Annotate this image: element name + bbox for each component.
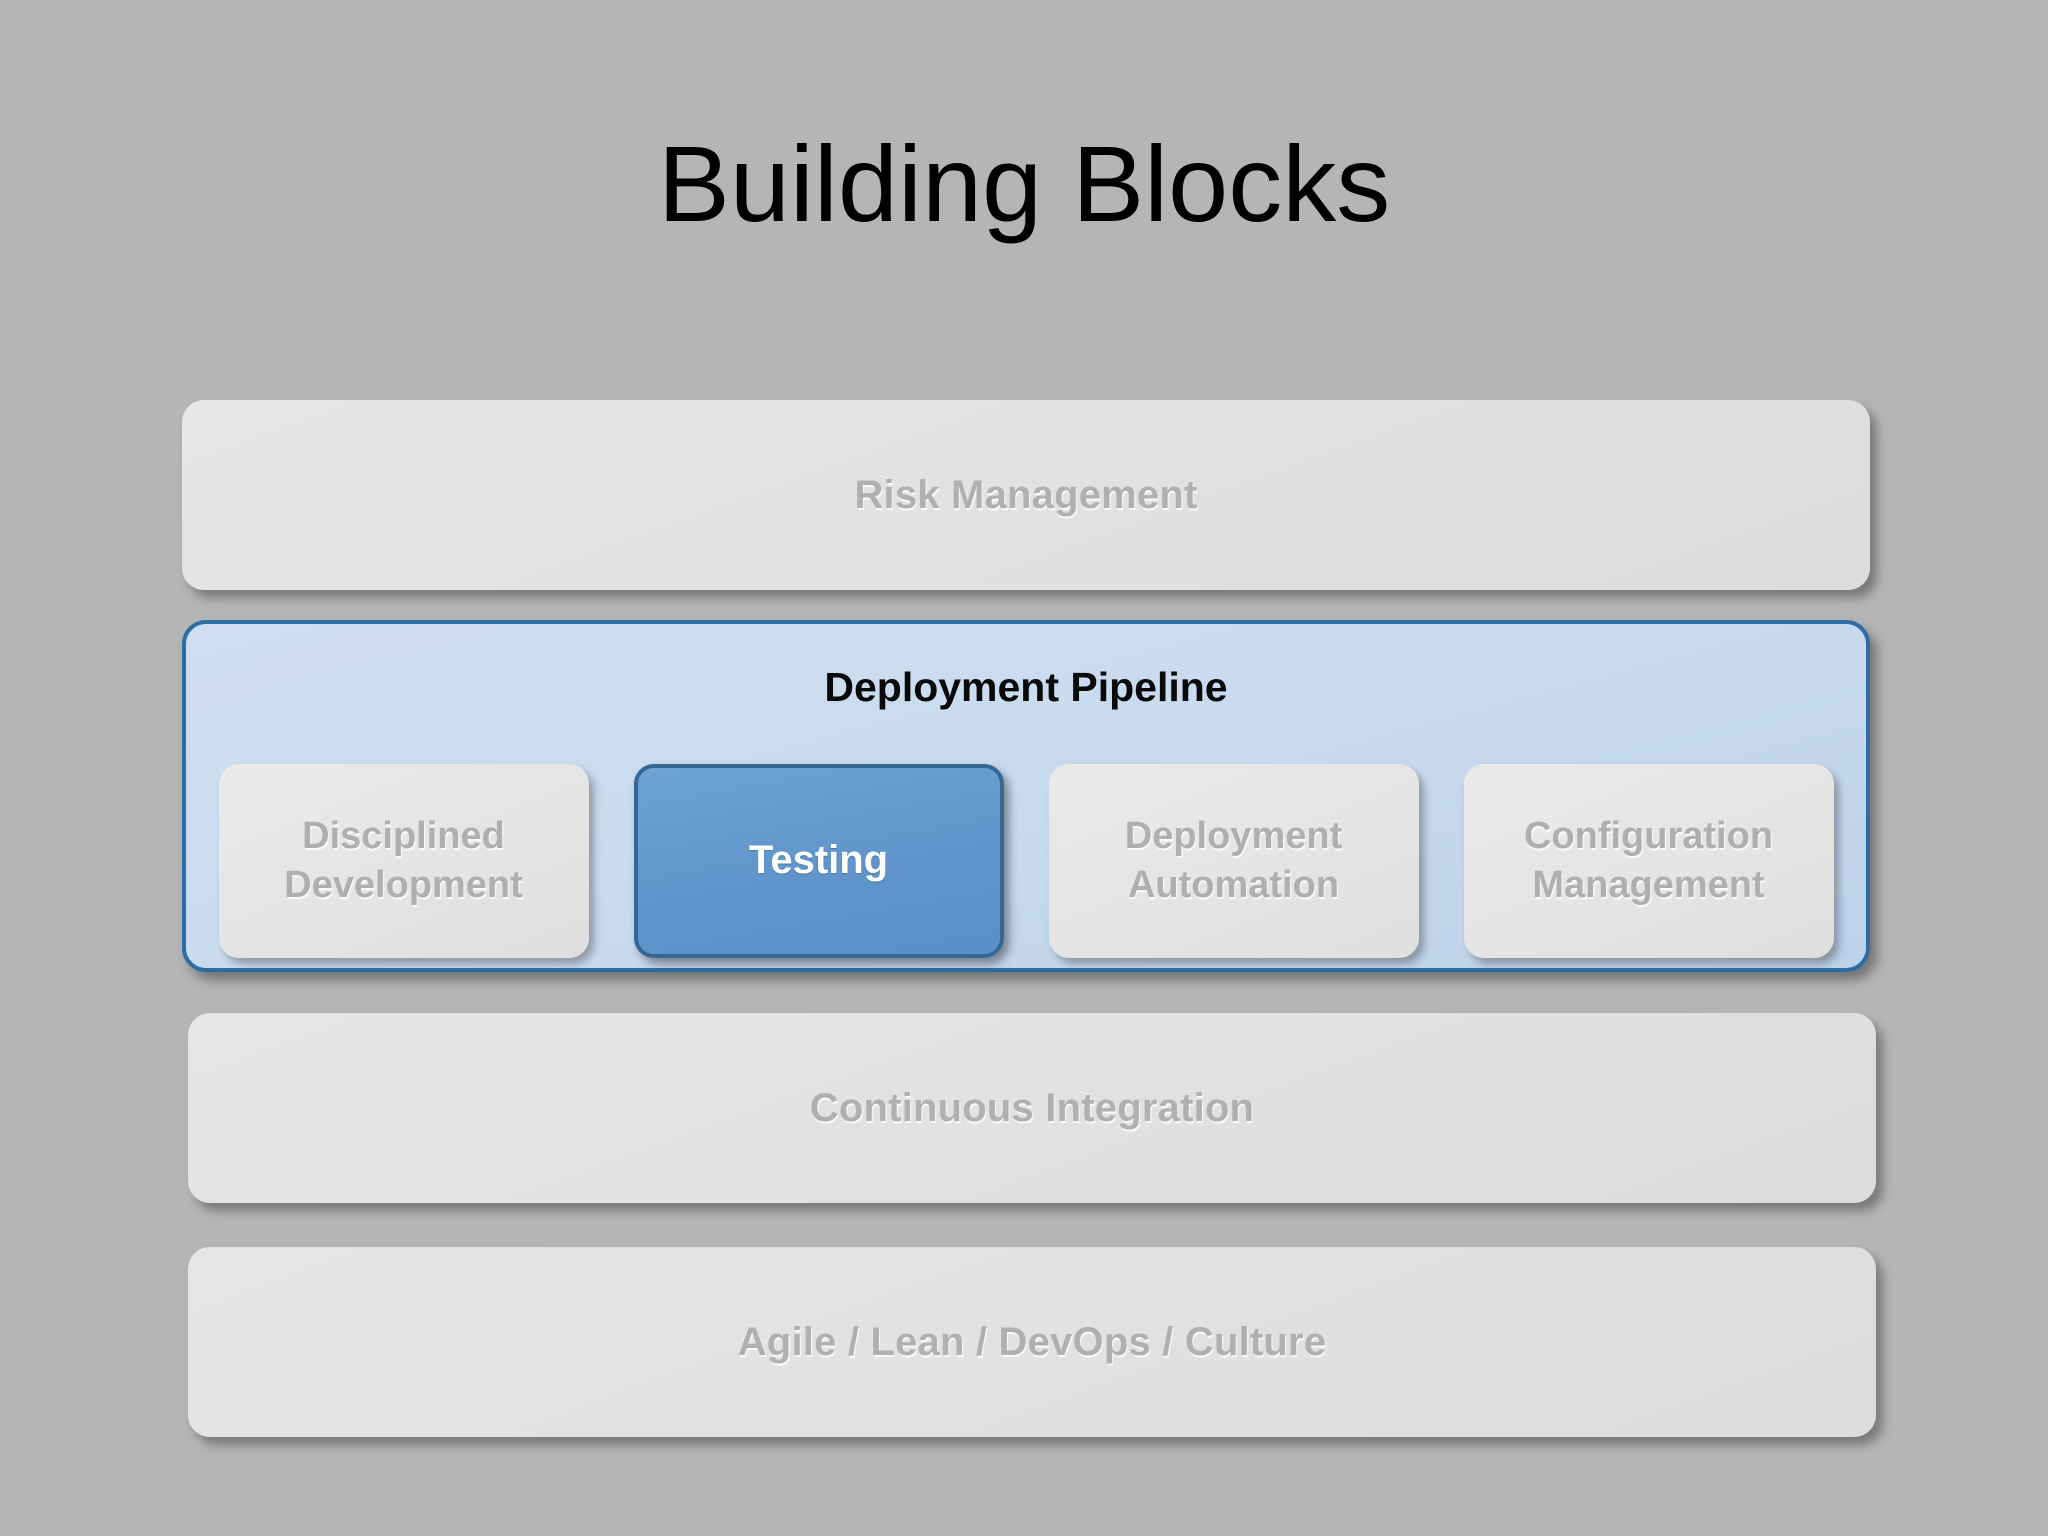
layer-risk-management[interactable]: Risk Management xyxy=(182,400,1870,590)
layer-deployment-pipeline-label: Deployment Pipeline xyxy=(824,664,1228,710)
pipeline-box-label-line1: Configuration xyxy=(1523,815,1774,858)
pipeline-box-label-group: Disciplined Development xyxy=(284,812,523,909)
layer-continuous-integration[interactable]: Continuous Integration xyxy=(188,1013,1876,1203)
pipeline-box-row: Disciplined Development Testing Deployme… xyxy=(186,764,1866,964)
layer-risk-management-label: Risk Management xyxy=(854,472,1198,517)
pipeline-box-label-group: Testing xyxy=(749,835,888,886)
pipeline-box-testing[interactable]: Testing xyxy=(633,764,1004,958)
pipeline-box-disciplined-development[interactable]: Disciplined Development xyxy=(218,764,589,958)
layer-deployment-pipeline[interactable]: Deployment Pipeline Disciplined Developm… xyxy=(182,620,1870,972)
pipeline-box-label-line2: Management xyxy=(1532,864,1765,906)
layer-culture-label: Agile / Lean / DevOps / Culture xyxy=(737,1319,1327,1364)
pipeline-box-label-line2: Automation xyxy=(1127,864,1340,906)
pipeline-box-deployment-automation[interactable]: Deployment Automation xyxy=(1048,764,1419,958)
page-title: Building Blocks xyxy=(657,123,1391,244)
pipeline-box-configuration-management[interactable]: Configuration Management xyxy=(1463,764,1834,958)
pipeline-box-label-line1: Disciplined xyxy=(302,815,505,858)
layer-culture[interactable]: Agile / Lean / DevOps / Culture xyxy=(188,1247,1876,1437)
pipeline-box-label-line1: Deployment xyxy=(1124,815,1343,858)
pipeline-box-label-group: Deployment Automation xyxy=(1125,812,1342,909)
layer-continuous-integration-label: Continuous Integration xyxy=(809,1085,1255,1130)
pipeline-box-label-group: Configuration Management xyxy=(1524,812,1773,909)
pipeline-box-label-line2: Development xyxy=(284,864,523,906)
pipeline-box-label-line1: Testing xyxy=(748,838,889,883)
